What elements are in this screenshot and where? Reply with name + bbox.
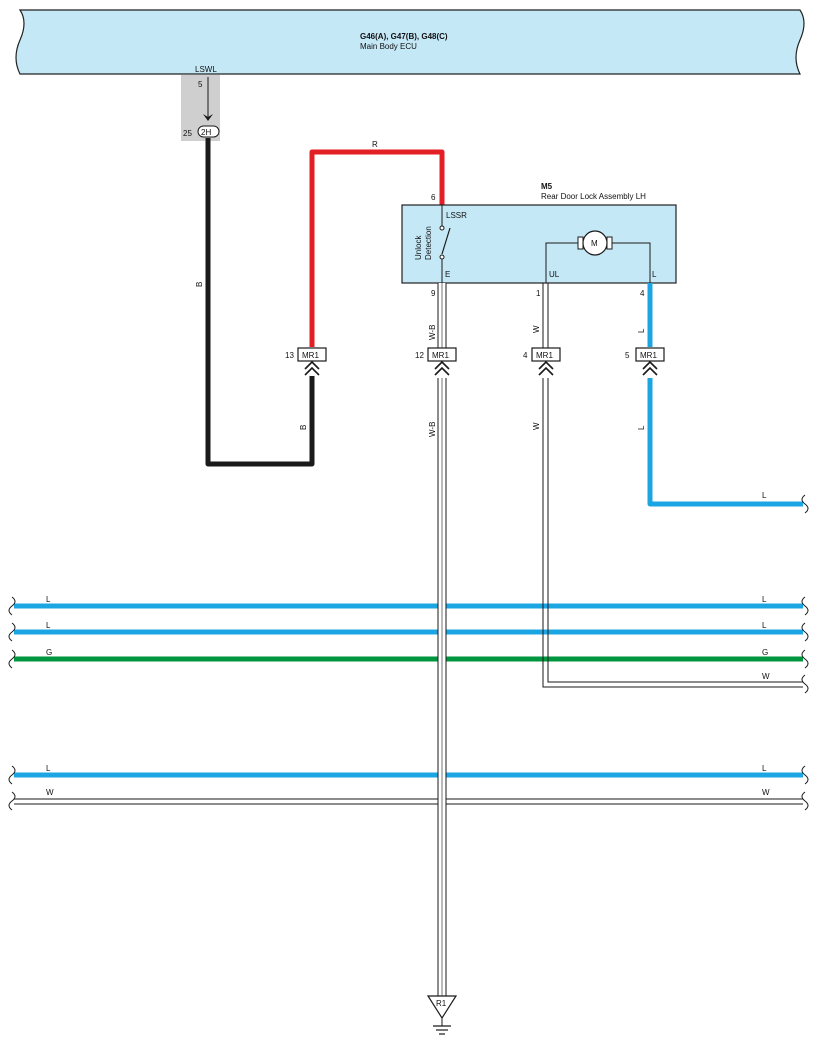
ecu-terminal-lswl: LSWL — [195, 65, 217, 74]
connector-id: MR1 — [640, 351, 657, 360]
motor-leads — [545, 242, 651, 283]
lock-code: M5 — [541, 182, 553, 191]
connector-id: MR1 — [432, 351, 449, 360]
lock-name: Rear Door Lock Assembly LH — [541, 192, 646, 201]
wire-w-ul — [542, 283, 803, 688]
horizontal-wires — [14, 603, 803, 805]
row4-label-right: L — [762, 764, 767, 773]
wire-r-red — [309, 149, 445, 347]
row5-label-right: W — [762, 788, 770, 797]
term-e: E — [445, 270, 450, 279]
row2-label-right: L — [762, 621, 767, 630]
connector-mr1-5: 5 MR1 — [625, 347, 665, 376]
motor-brush-right — [606, 236, 613, 250]
lock-pin-4: 4 — [640, 289, 645, 298]
connector-mr1-12: 12 MR1 — [415, 347, 457, 376]
wire-label-wb-1: W-B — [428, 325, 437, 340]
row5-label-left: W — [46, 788, 54, 797]
row3-label-right: G — [762, 648, 768, 657]
connector-pin: 13 — [285, 351, 294, 360]
term-ul: UL — [549, 270, 560, 279]
connector-mr1-13: 13 MR1 — [285, 347, 327, 376]
wire-label-l-h: L — [762, 491, 767, 500]
switch-contact-top — [439, 225, 445, 231]
main-body-ecu-box — [15, 9, 805, 75]
ground-id: R1 — [436, 999, 447, 1008]
junction-2h — [197, 125, 220, 138]
row3-label-left: G — [46, 648, 52, 657]
connector-pin: 12 — [415, 351, 424, 360]
row1-label-right: L — [762, 595, 767, 604]
wire-l-blue — [647, 283, 803, 507]
connector-id: MR1 — [302, 351, 319, 360]
motor-icon — [582, 230, 608, 256]
ground-icon: R1 — [426, 995, 458, 1035]
row1-label-left: L — [46, 595, 51, 604]
break-marks — [8, 494, 809, 811]
row-w1-label-right: W — [762, 672, 770, 681]
lock-pin-1: 1 — [536, 289, 541, 298]
wire-label-w-2: W — [532, 422, 541, 430]
wire-label-r: R — [372, 140, 378, 149]
ecu-pin-5: 5 — [198, 80, 203, 89]
switch-contact-bottom — [439, 254, 445, 260]
rear-door-lock-box — [401, 204, 677, 284]
wire-w-b — [437, 283, 447, 996]
lock-pin-9: 9 — [431, 289, 436, 298]
wire-b-black — [205, 138, 315, 467]
wire-label-l-v2: L — [637, 425, 646, 430]
row4-label-left: L — [46, 764, 51, 773]
connector-pin: 4 — [523, 351, 528, 360]
switch-term-lssr: LSSR — [446, 211, 467, 220]
connector-mr1-4: 4 MR1 — [523, 347, 561, 376]
wire-label-l-v1: L — [637, 328, 646, 333]
connector-pin: 5 — [625, 351, 630, 360]
wire-label-b-1: B — [195, 282, 204, 287]
switch-label-detection: Detection — [424, 226, 433, 260]
arrow-down-icon — [203, 114, 213, 121]
wire-label-w-1: W — [532, 325, 541, 333]
wire-label-b-2: B — [299, 425, 308, 430]
lock-pin-6: 6 — [431, 193, 436, 202]
junction-pin: 25 — [183, 129, 192, 138]
wire-label-wb-2: W-B — [428, 422, 437, 437]
switch-label-unlock: Unlock — [414, 235, 423, 260]
connector-id: MR1 — [536, 351, 553, 360]
motor-brush-left — [577, 236, 584, 250]
switch-blade-icon — [441, 227, 451, 255]
row2-label-left: L — [46, 621, 51, 630]
ecu-codes: G46(A), G47(B), G48(C) — [360, 32, 448, 41]
motor-label: M — [591, 239, 598, 248]
junction-id: 2H — [201, 128, 211, 137]
term-l: L — [652, 270, 657, 279]
ecu-name: Main Body ECU — [360, 42, 417, 51]
